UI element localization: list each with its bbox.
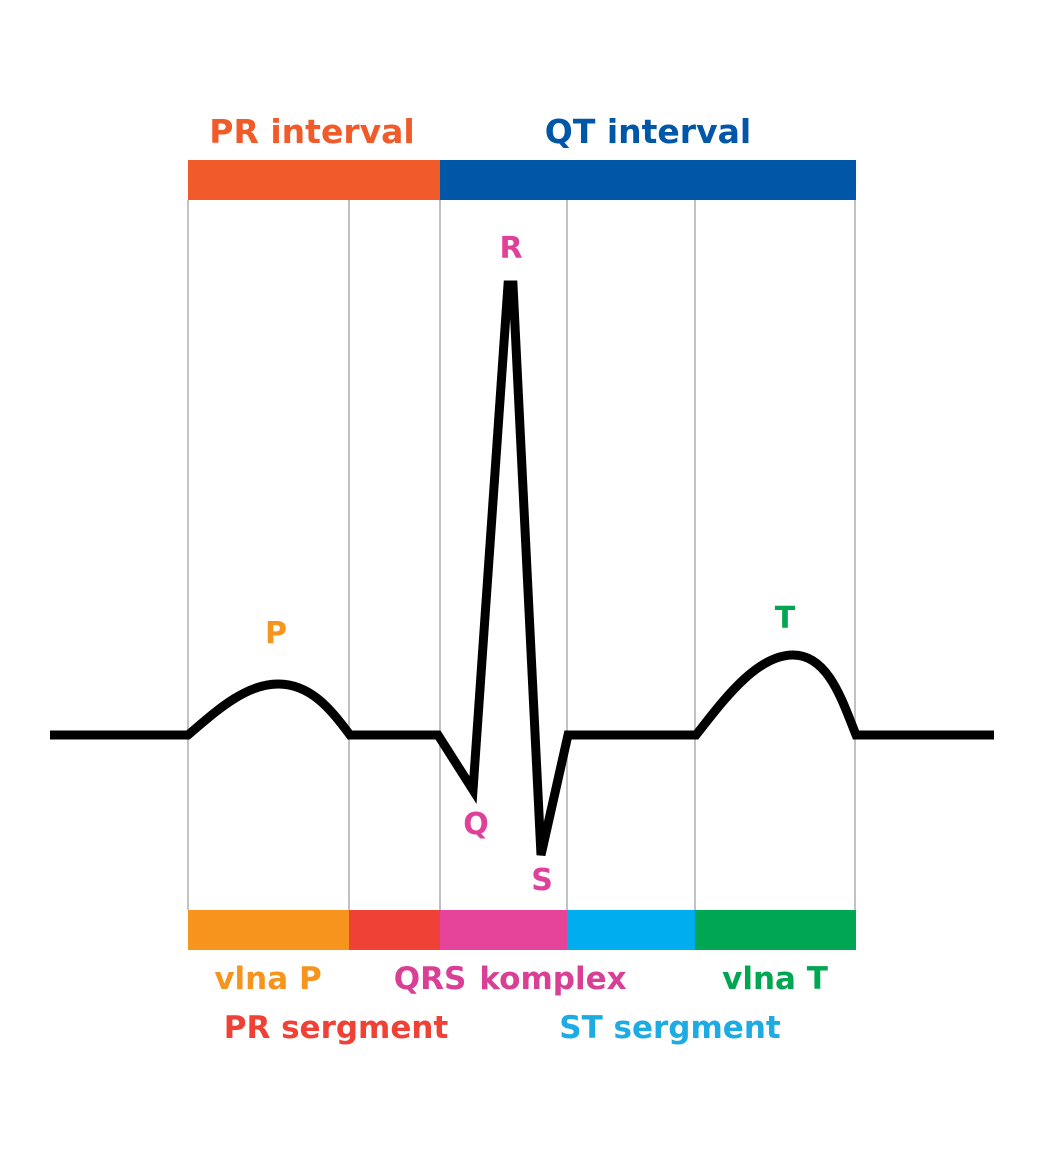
r-wave-label: R (499, 231, 522, 266)
t-wave-segment-label: vlna T (722, 961, 828, 997)
st-segment-bar (567, 910, 695, 950)
guide-lines (187, 200, 856, 910)
ecg-trace (50, 280, 994, 856)
p-wave-bar (188, 910, 349, 950)
komplex-label: komplex (479, 961, 626, 997)
pr-segment-label: PR sergment (224, 1010, 449, 1046)
qt-interval-label: QT interval (545, 112, 751, 151)
qrs-label: QRS (394, 961, 467, 997)
qrs-complex-bar (440, 910, 567, 950)
pr-interval-label: PR interval (209, 112, 414, 151)
qt-interval-bar (440, 160, 856, 200)
p-wave-label: P (265, 616, 287, 651)
t-wave-label: T (775, 601, 796, 636)
pr-interval-bar (188, 160, 440, 200)
st-segment-label: ST sergment (559, 1010, 781, 1046)
pr-segment-bar (349, 910, 440, 950)
s-wave-label: S (531, 863, 553, 898)
q-wave-label: Q (463, 807, 489, 842)
p-wave-segment-label: vlna P (214, 961, 321, 997)
t-wave-bar (695, 910, 856, 950)
